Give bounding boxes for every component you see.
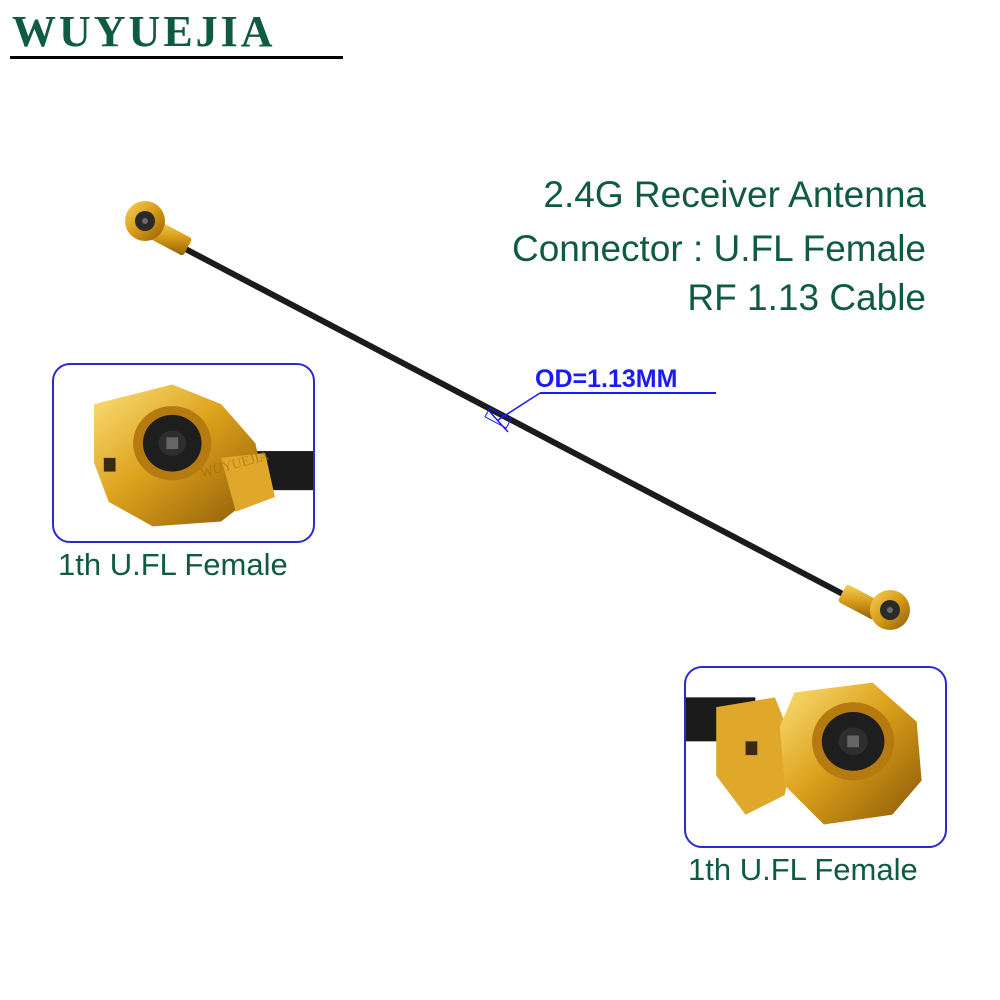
connector-closeup-left-image: WUYUEJIA	[94, 384, 313, 527]
spec-connector: Connector : U.FL Female	[511, 228, 926, 269]
caption-right: 1th U.FL Female	[688, 852, 918, 887]
connector-closeup-left: WUYUEJIA	[52, 363, 315, 543]
od-label-underline	[540, 392, 716, 394]
od-label: OD=1.13MM	[535, 365, 678, 393]
connector-closeup-right-image	[686, 682, 922, 825]
spec-title: 2.4G Receiver Antenna	[543, 174, 926, 215]
connector-closeup-right	[684, 666, 947, 848]
spec-cable: RF 1.13 Cable	[687, 277, 926, 318]
connector-bottom-right	[838, 584, 910, 630]
caption-left: 1th U.FL Female	[58, 547, 288, 582]
brand-underline	[10, 56, 343, 59]
coax-cable	[173, 241, 861, 605]
connector-top-left	[125, 201, 192, 256]
brand-logo: WUYUEJIA	[12, 7, 276, 56]
od-marker	[484, 392, 541, 433]
